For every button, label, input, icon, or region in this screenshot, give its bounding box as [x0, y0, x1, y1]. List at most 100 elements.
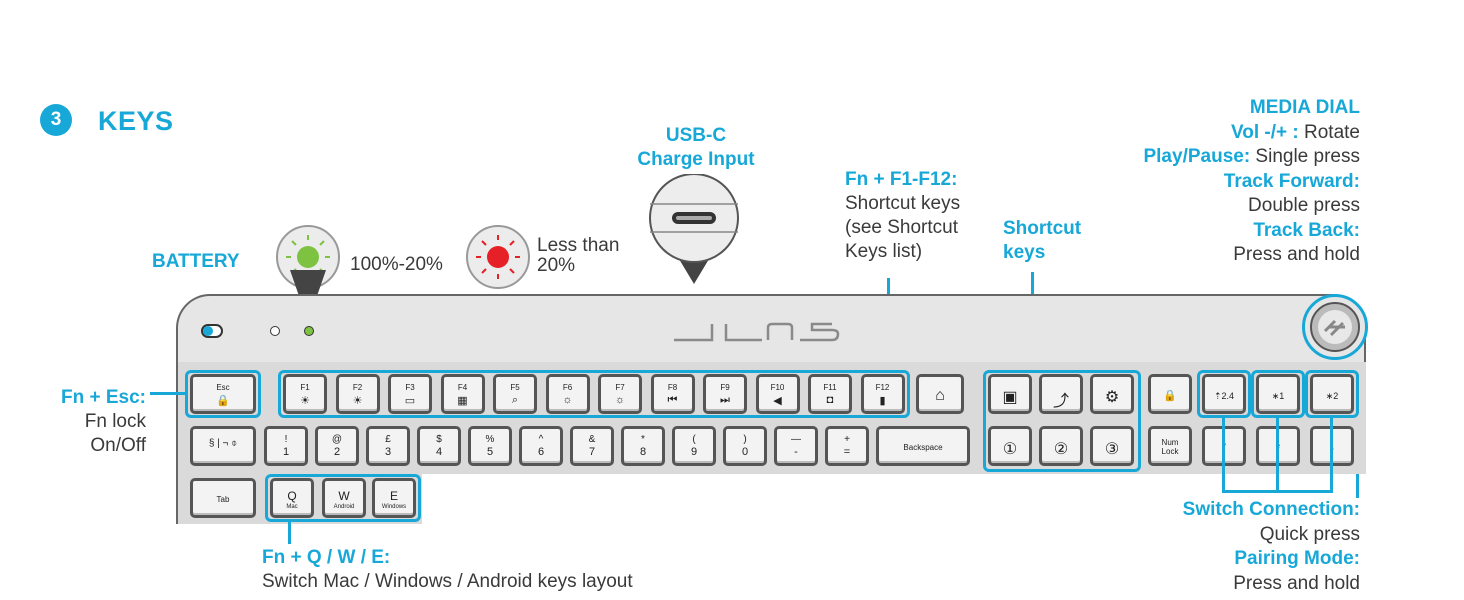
fn-qwe-text: Switch Mac / Windows / Android keys layo… — [262, 571, 633, 592]
connection-key-3[interactable]: ∗2 — [1310, 374, 1354, 414]
number-key-shift: ( — [692, 434, 696, 445]
f-key-9[interactable]: F9⏭ — [703, 374, 747, 414]
fn-f-callout: Fn + F1-F12: Shortcut keys (see Shortcut… — [845, 168, 960, 264]
num-lock-key[interactable]: Num Lock — [1148, 426, 1192, 466]
section-number-badge: 3 — [40, 104, 72, 136]
fn-esc-line-2: On/Off — [90, 435, 146, 456]
shortcut-key-top-1[interactable]: ▣ — [988, 374, 1032, 414]
f-key-4[interactable]: F4▦ — [440, 374, 485, 414]
connection-key-1[interactable]: ⇡2.4 — [1202, 374, 1246, 414]
number-key-main: 6 — [537, 446, 545, 458]
f-key-7[interactable]: F7☼ — [598, 374, 642, 414]
home-key[interactable]: ⌂ — [916, 374, 964, 414]
shortcut-key-top-3[interactable]: ⚙ — [1090, 374, 1134, 414]
status-led-on — [304, 326, 314, 336]
shortcut-key-top-2[interactable]: ⤴ — [1039, 374, 1083, 414]
number-key-4[interactable]: $4 — [417, 426, 461, 466]
number-key-shift: % — [485, 434, 495, 445]
f-key-icon: ▦ — [457, 395, 468, 407]
media-dial[interactable] — [1302, 294, 1368, 360]
f-key-3[interactable]: F3▭ — [388, 374, 432, 414]
f-key-10[interactable]: F10◀ — [755, 374, 800, 414]
number-key-shift: @ — [331, 434, 343, 445]
switch-title: Switch Connection: — [1182, 499, 1360, 520]
back-label: Track Back: — [1253, 219, 1360, 241]
number-key-shift: ) — [743, 434, 747, 445]
pairing-title: Pairing Mode: — [1234, 548, 1360, 569]
f-key-icon: ▮ — [879, 395, 886, 407]
conn-leader-1 — [1222, 418, 1225, 492]
number-key-7[interactable]: &7 — [570, 426, 614, 466]
shortcut-key-bottom-2[interactable]: ② — [1039, 426, 1083, 466]
fwd-text: Double press — [1248, 195, 1360, 216]
switch-connection-callout: Switch Connection: Quick press Pairing M… — [1183, 498, 1360, 596]
vol-text: Rotate — [1298, 121, 1360, 143]
section-title: KEYS — [98, 106, 174, 136]
conn-leader-right — [1356, 474, 1359, 498]
jlab-logo — [674, 322, 840, 342]
battery-label: BATTERY — [152, 251, 240, 272]
esc-key[interactable]: Esc🔒 — [190, 374, 256, 414]
conn-leader-2 — [1276, 418, 1279, 492]
play-text: Single press — [1250, 146, 1360, 167]
section-key[interactable]: § | ¬ ⌽ — [190, 426, 256, 466]
backspace-key[interactable]: Backspace — [876, 426, 970, 466]
usb-c-label: USB-C Charge Input — [630, 124, 762, 172]
shortcut-keys-callout: Shortcut keys — [1003, 217, 1081, 265]
number-key-3[interactable]: £3 — [366, 426, 410, 466]
f-key-label: F10 — [770, 383, 785, 392]
tab-key[interactable]: Tab — [190, 478, 256, 518]
q-sub-label: Mac — [286, 504, 298, 510]
number-key-main: 0 — [741, 446, 749, 458]
f-key-icon: ⏭ — [720, 394, 730, 406]
battery-low-line-2: 20% — [537, 255, 576, 276]
lock-key[interactable]: 🔒 — [1148, 374, 1192, 414]
f-key-5[interactable]: F5⌕ — [493, 374, 537, 414]
number-key-shift: ^ — [538, 434, 544, 445]
shortcut-line-2: keys — [1003, 242, 1046, 263]
number-key-8[interactable]: *8 — [621, 426, 665, 466]
shortcut-key-bottom-1[interactable]: ① — [988, 426, 1032, 466]
fn-qwe-title: Fn + Q / W / E: — [262, 547, 391, 568]
shortcut-key-bottom-3[interactable]: ③ — [1090, 426, 1134, 466]
f-key-icon: ☀ — [352, 395, 363, 407]
connection-key-label: ⇡2.4 — [1213, 391, 1235, 401]
conn-leader-3 — [1330, 418, 1333, 492]
number-key-main: 5 — [486, 446, 494, 458]
f-key-icon: ▭ — [404, 395, 416, 407]
f-key-label: F7 — [615, 383, 625, 392]
fn-esc-title: Fn + Esc: — [61, 387, 146, 408]
shortcut-line-1: Shortcut — [1003, 218, 1082, 239]
number-key-10[interactable]: )0 — [723, 426, 767, 466]
vol-label: Vol -/+ : — [1231, 121, 1299, 143]
f-key-6[interactable]: F6☼ — [545, 374, 590, 414]
number-key-5[interactable]: %5 — [468, 426, 512, 466]
number-key-9[interactable]: (9 — [672, 426, 716, 466]
number-key-1[interactable]: !1 — [264, 426, 308, 466]
number-key-12[interactable]: += — [825, 426, 869, 466]
fn-qwe-callout: Fn + Q / W / E: Switch Mac / Windows / A… — [262, 546, 633, 594]
number-key-11[interactable]: —- — [774, 426, 818, 466]
number-key-shift: $ — [436, 434, 442, 445]
f-key-1[interactable]: F1☀ — [283, 374, 327, 414]
shortcut-icon: ▣ — [1002, 389, 1018, 406]
shortcut-icon: ① — [1002, 441, 1018, 458]
f-key-12[interactable]: F12▮ — [860, 374, 905, 414]
battery-low-line-1: Less than — [537, 235, 620, 256]
number-key-2[interactable]: @2 — [315, 426, 359, 466]
f-key-8[interactable]: F8⏮ — [650, 374, 695, 414]
number-key-shift: + — [844, 434, 850, 445]
f-key-2[interactable]: F2☀ — [335, 374, 380, 414]
number-key-6[interactable]: ^6 — [519, 426, 563, 466]
power-switch[interactable] — [201, 324, 223, 338]
jlab-dial-icon — [1310, 302, 1360, 352]
connection-key-2[interactable]: ∗1 — [1256, 374, 1300, 414]
number-key-shift: ! — [284, 434, 288, 445]
number-key-shift: £ — [385, 434, 391, 445]
switch-text: Quick press — [1259, 523, 1360, 545]
connection-key-label: ∗1 — [1271, 391, 1285, 401]
f-key-11[interactable]: F11◘ — [808, 374, 852, 414]
